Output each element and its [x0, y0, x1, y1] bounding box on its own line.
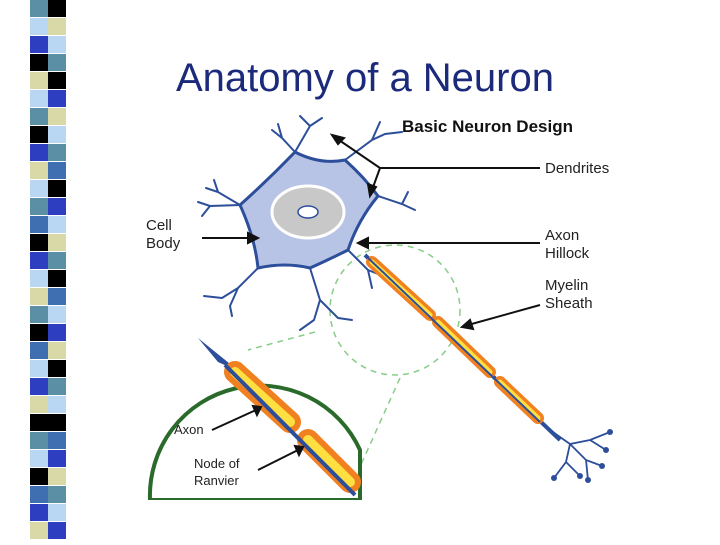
stripe-cell — [30, 54, 48, 71]
stripe-cell — [30, 144, 48, 161]
neuron-svg: Basic Neuron Design — [146, 115, 613, 502]
stripe-cell — [48, 522, 66, 539]
label-cell-body-line1: Cell — [146, 217, 172, 234]
stripe-cell — [48, 108, 66, 125]
stripe-cell — [30, 468, 48, 485]
stripe-cell — [30, 450, 48, 467]
stripe-cell — [30, 342, 48, 359]
stripe-cell — [48, 414, 66, 431]
label-axon-hillock-line2: Hillock — [545, 245, 590, 262]
stripe-cell — [30, 414, 48, 431]
stripe-cell — [48, 90, 66, 107]
stripe-cell — [48, 288, 66, 305]
slide-title: Anatomy of a Neuron — [176, 56, 554, 100]
stripe-cell — [48, 504, 66, 521]
stripe-cell — [30, 396, 48, 413]
label-cell-body-line2: Body — [146, 235, 181, 252]
stripe-cell — [30, 90, 48, 107]
stripe-cell — [30, 378, 48, 395]
stripe-cell — [48, 432, 66, 449]
label-node-line2: Ranvier — [194, 473, 239, 488]
terminal-buttons — [551, 429, 613, 483]
stripe-cell — [30, 486, 48, 503]
stripe-cell — [48, 360, 66, 377]
label-axon-hillock-line1: Axon — [545, 227, 579, 244]
stripe-cell — [30, 18, 48, 35]
stripe-cell — [48, 450, 66, 467]
stripe-cell — [48, 468, 66, 485]
stripe-cell — [30, 252, 48, 269]
stripe-cell — [30, 504, 48, 521]
label-arrows — [202, 133, 541, 471]
stripe-cell — [48, 198, 66, 215]
stripe-cell — [30, 198, 48, 215]
stripe-pattern — [30, 0, 66, 539]
label-node-line1: Node of — [194, 456, 240, 471]
stripe-cell — [30, 324, 48, 341]
stripe-cell — [48, 216, 66, 233]
stripe-cell — [48, 126, 66, 143]
stripe-cell — [30, 360, 48, 377]
stripe-cell — [30, 432, 48, 449]
stripe-cell — [30, 108, 48, 125]
stripe-cell — [30, 36, 48, 53]
label-myelin-line2: Sheath — [545, 295, 593, 312]
stripe-cell — [30, 270, 48, 287]
stripe-cell — [30, 306, 48, 323]
stripe-cell — [48, 36, 66, 53]
stripe-cell — [48, 0, 66, 17]
stripe-cell — [30, 234, 48, 251]
stripe-cell — [48, 180, 66, 197]
stripe-cell — [30, 288, 48, 305]
stripe-cell — [30, 216, 48, 233]
label-dendrites: Dendrites — [545, 160, 609, 177]
inset-axon-line — [223, 363, 357, 497]
stripe-cell — [48, 486, 66, 503]
stripe-cell — [48, 54, 66, 71]
stripe-cell — [48, 378, 66, 395]
stripe-cell — [48, 18, 66, 35]
stripe-cell — [30, 180, 48, 197]
stripe-cell — [30, 126, 48, 143]
zoom-connector-left — [247, 331, 316, 351]
myelin-segments — [364, 254, 544, 424]
stripe-cell — [48, 72, 66, 89]
stripe-cell — [30, 72, 48, 89]
stripe-cell — [48, 252, 66, 269]
zoom-region-outline — [329, 244, 461, 376]
stripe-cell — [48, 270, 66, 287]
stripe-cell — [48, 342, 66, 359]
axon-terminals — [549, 429, 611, 481]
stripe-cell — [48, 144, 66, 161]
zoom-inset — [147, 338, 362, 502]
stripe-cell — [30, 0, 48, 17]
decorative-stripe-bar — [0, 0, 66, 540]
stripe-cell — [48, 234, 66, 251]
stripe-cell — [48, 324, 66, 341]
label-myelin-line1: Myelin — [545, 277, 588, 294]
stripe-cell — [48, 162, 66, 179]
stripe-cell — [48, 396, 66, 413]
nucleolus — [297, 205, 319, 219]
neuron-diagram: Basic Neuron Design — [140, 110, 700, 505]
stripe-cell — [30, 522, 48, 539]
diagram-heading: Basic Neuron Design — [402, 117, 573, 136]
stripe-cell — [30, 162, 48, 179]
label-axon: Axon — [174, 422, 204, 437]
stripe-cell — [48, 306, 66, 323]
